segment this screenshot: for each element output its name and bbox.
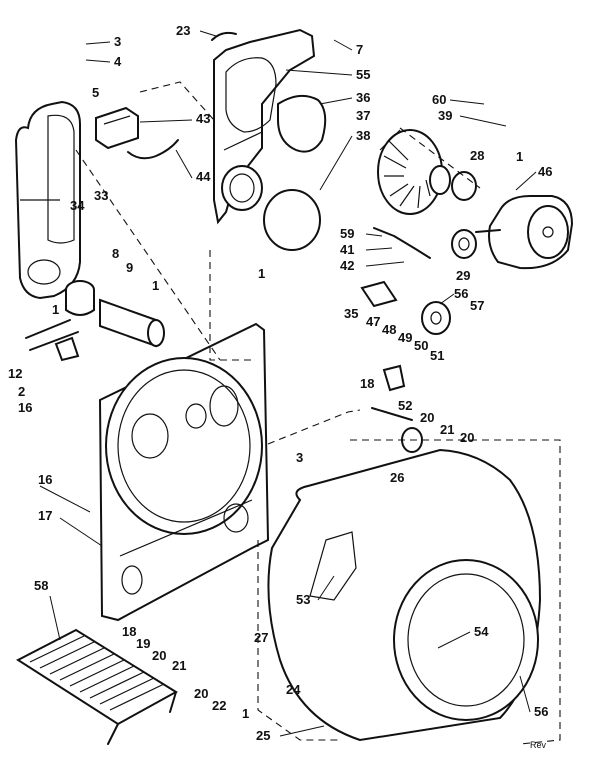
top-gasket [211, 31, 237, 41]
label-20c: 20 [152, 648, 166, 663]
label-18a: 18 [360, 376, 374, 391]
label-37: 37 [356, 108, 370, 123]
label-42: 43 [196, 111, 210, 126]
label-24: 24 [286, 682, 301, 697]
label-53: 54 [474, 624, 489, 639]
thermostat-bracket [95, 106, 139, 150]
label-59: 60 [432, 92, 446, 107]
label-51: 52 [398, 398, 412, 413]
drum-seal-ring [263, 189, 321, 251]
mounting-bracket [25, 319, 80, 362]
part-labels: 3 4 5 23 7 55 36 37 38 43 44 60 39 28 1 … [8, 23, 552, 750]
label-27: 27 [254, 630, 268, 645]
label-1e: 1 [242, 706, 249, 721]
label-3: 3 [114, 34, 121, 49]
label-2: 2 [18, 384, 25, 399]
motor-capacitor [65, 280, 165, 348]
label-41: 42 [340, 258, 354, 273]
label-23: 23 [176, 23, 190, 38]
label-20a: 20 [420, 410, 434, 425]
label-57: 57 [470, 298, 484, 313]
bulkhead-panel [98, 322, 270, 622]
label-5: 5 [92, 85, 99, 100]
blower-wheel [377, 129, 477, 215]
label-1b: 1 [258, 266, 265, 281]
label-6: 7 [356, 42, 363, 57]
rev-mark: Rev [530, 740, 547, 750]
blower-housing-panel [213, 28, 316, 225]
label-46: 47 [366, 314, 380, 329]
label-36: 36 [356, 90, 370, 105]
idler-pulley [451, 229, 477, 259]
label-47: 48 [382, 322, 396, 337]
label-22: 22 [212, 698, 226, 713]
label-39: 39 [438, 108, 452, 123]
label-40: 41 [340, 242, 354, 257]
label-60: 59 [340, 226, 354, 241]
label-17: 17 [38, 508, 52, 523]
label-7: 8 [112, 246, 119, 261]
label-55: 55 [356, 67, 370, 82]
label-58: 58 [34, 578, 48, 593]
label-19: 19 [136, 636, 150, 651]
label-28: 28 [470, 148, 484, 163]
leader-lines [39, 30, 537, 737]
label-34: 34 [70, 198, 85, 213]
label-16: 16 [38, 472, 52, 487]
duct-hose [127, 139, 179, 160]
label-49: 50 [414, 338, 428, 353]
label-54: 56 [534, 704, 548, 719]
label-33: 33 [94, 188, 108, 203]
label-4: 4 [114, 54, 122, 69]
label-18b: 18 [122, 624, 136, 639]
label-29: 29 [456, 268, 470, 283]
label-44: 46 [538, 164, 552, 179]
label-43: 44 [196, 169, 211, 184]
label-20d: 20 [194, 686, 208, 701]
label-38: 38 [356, 128, 370, 143]
label-48: 49 [398, 330, 412, 345]
label-25: 25 [256, 728, 270, 743]
label-1c: 1 [152, 278, 159, 293]
label-9: 16 [18, 400, 32, 415]
drying-rack [16, 628, 178, 745]
label-35: 35 [344, 306, 358, 321]
label-26: 26 [390, 470, 404, 485]
label-20b: 20 [460, 430, 474, 445]
dryer-drum [267, 448, 542, 742]
label-8: 9 [126, 260, 133, 275]
blower-seal-ring [277, 94, 327, 153]
label-1d: 1 [52, 302, 59, 317]
label-21a: 21 [440, 422, 454, 437]
label-12: 12 [8, 366, 22, 381]
label-56: 56 [454, 286, 468, 301]
label-52: 53 [296, 592, 310, 607]
drive-motor [475, 195, 574, 270]
assembly-outlines [75, 81, 561, 745]
label-1a: 1 [516, 149, 523, 164]
label-50: 51 [430, 348, 444, 363]
label-21b: 21 [172, 658, 186, 673]
label-3b: 3 [296, 450, 303, 465]
